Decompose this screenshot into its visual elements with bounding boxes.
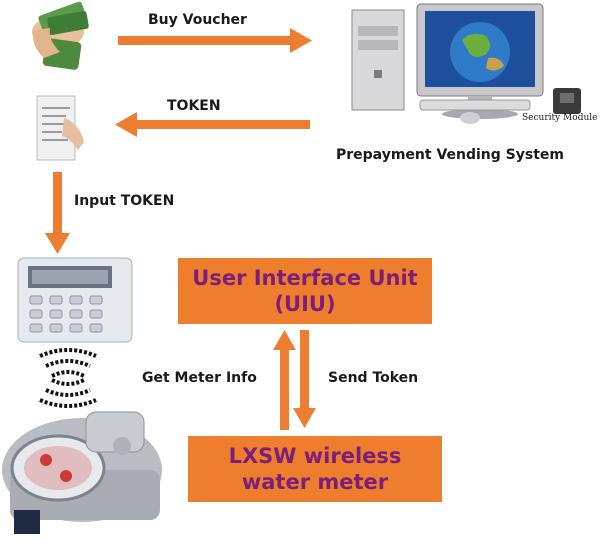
token-arrow — [115, 112, 310, 137]
send-token-arrow — [293, 330, 316, 428]
get-meter-info-label: Get Meter Info — [142, 370, 257, 386]
buy-voucher-label: Buy Voucher — [148, 12, 247, 28]
input-token-arrow — [45, 172, 70, 254]
keypad-device-icon — [17, 257, 133, 343]
hand-money-icon — [32, 1, 89, 70]
token-label: TOKEN — [167, 98, 221, 114]
computer-icon — [351, 3, 581, 124]
buy-voucher-arrow — [118, 28, 312, 53]
security-module-label: Security Module — [522, 113, 598, 123]
meter-box-line1: LXSW wireless — [228, 444, 402, 468]
receipt-icon — [36, 95, 84, 161]
get-meter-info-arrow — [273, 330, 296, 430]
wireless-signal-icon — [39, 348, 97, 408]
uiu-box-line1: User Interface Unit — [192, 266, 418, 290]
vending-system-label: Prepayment Vending System — [336, 147, 564, 163]
meter-box-line2: water meter — [241, 470, 389, 494]
uiu-box: User Interface Unit (UIU) — [178, 258, 432, 324]
send-token-label: Send Token — [328, 370, 419, 386]
input-token-label: Input TOKEN — [74, 193, 175, 209]
water-meter-icon — [2, 411, 162, 534]
meter-box: LXSW wireless water meter — [188, 436, 442, 502]
uiu-box-line2: (UIU) — [274, 292, 336, 316]
